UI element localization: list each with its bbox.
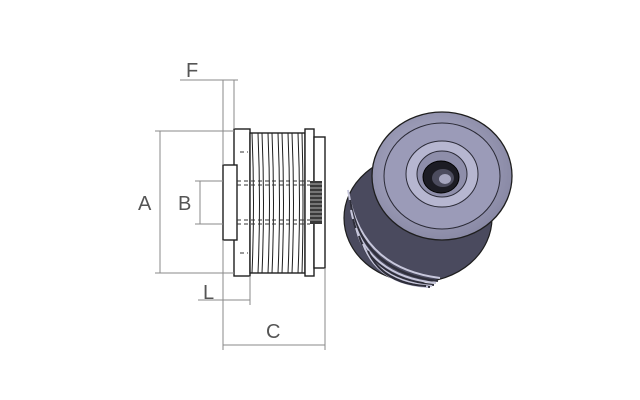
pulley-side-view [222,128,326,277]
pulley-3d-render [343,111,513,288]
grooved-body [249,132,306,274]
dimension-label-f: F [186,60,198,82]
dimension-label-b: B [178,193,191,215]
dimension-label-l: L [203,282,214,304]
dimension-label-a: A [138,193,152,215]
left-hub [222,164,238,241]
spline-section [310,181,322,224]
dimension-label-c: C [266,321,280,343]
pulley-ribs [347,189,441,288]
dimension-lines [155,79,326,350]
hidden-bore-lines [237,151,310,254]
